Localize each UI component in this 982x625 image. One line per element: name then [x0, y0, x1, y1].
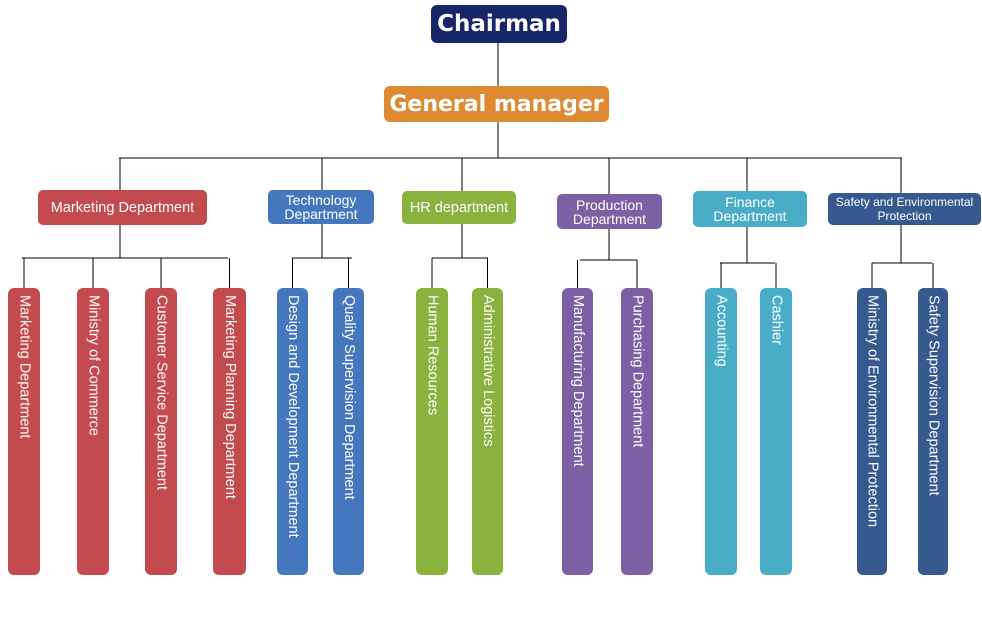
general-manager-box: General manager: [384, 86, 609, 122]
department-box: Technology Department: [268, 190, 374, 224]
department-box: Production Department: [557, 194, 662, 229]
unit-label: Ministry of Environmental Protection: [864, 295, 881, 528]
department-box: Marketing Department: [38, 190, 207, 225]
unit-label: Design and Development Department: [284, 295, 301, 538]
unit-box: Purchasing Department: [621, 288, 653, 575]
unit-label: Quality Supervision Department: [340, 295, 357, 500]
unit-box: Customer Service Department: [145, 288, 177, 575]
unit-box: Cashier: [760, 288, 792, 575]
unit-box: Marketing Department: [8, 288, 40, 575]
unit-box: Quality Supervision Department: [333, 288, 364, 575]
unit-box: Ministry of Environmental Protection: [857, 288, 887, 575]
unit-label: Cashier: [768, 295, 785, 345]
department-box: Safety and Environmental Protection: [828, 193, 981, 225]
unit-label: Purchasing Department: [629, 295, 646, 448]
unit-box: Administrative Logistics: [472, 288, 503, 575]
unit-box: Ministry of Commerce: [77, 288, 109, 575]
unit-box: Safety Supervision Department: [918, 288, 948, 575]
department-box: HR department: [402, 191, 516, 224]
unit-box: Manufacturing Department: [562, 288, 593, 575]
unit-label: Human Resources: [424, 295, 441, 416]
unit-label: Marketing Department: [16, 295, 33, 439]
unit-box: Design and Development Department: [277, 288, 308, 575]
chairman-box: Chairman: [431, 5, 567, 43]
unit-label: Marketing Planning Department: [221, 295, 238, 499]
unit-label: Manufacturing Department: [569, 295, 586, 467]
unit-box: Accounting: [705, 288, 737, 575]
unit-label: Ministry of Commerce: [85, 295, 102, 436]
unit-label: Safety Supervision Department: [925, 295, 942, 496]
unit-label: Customer Service Department: [153, 295, 170, 491]
unit-label: Administrative Logistics: [479, 295, 496, 447]
unit-box: Marketing Planning Department: [213, 288, 246, 575]
unit-box: Human Resources: [416, 288, 448, 575]
department-box: Finance Department: [693, 191, 807, 227]
unit-label: Accounting: [713, 295, 730, 367]
